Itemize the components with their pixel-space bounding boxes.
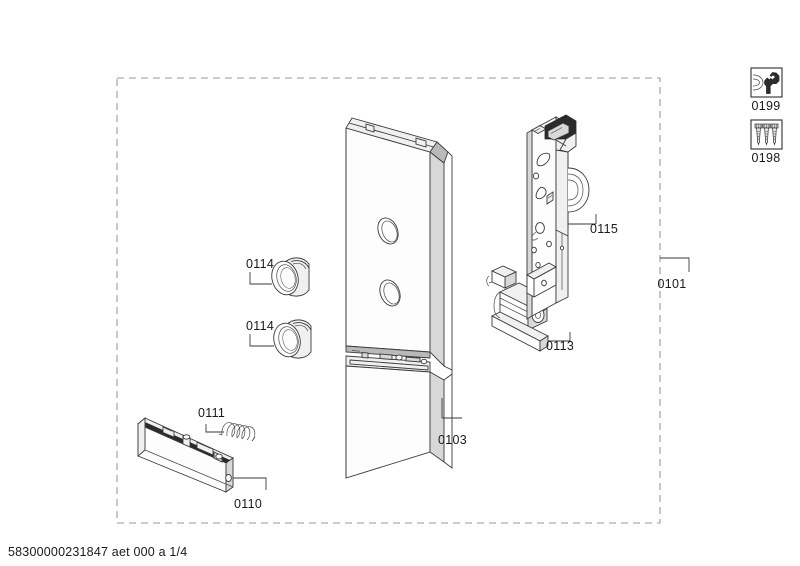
- door-ledge-hardware: [351, 350, 428, 365]
- lock-hole-3: [546, 240, 552, 248]
- door-lower-rail: [349, 359, 429, 371]
- handle-clip-details: [162, 426, 232, 483]
- hinge-top-block-front: [491, 270, 506, 289]
- label-0101: 0101: [657, 277, 686, 291]
- document-caption: 58300000231847 aet 000 a 1/4: [8, 545, 187, 559]
- leader-0111: [205, 424, 224, 433]
- label-0115: 0115: [590, 222, 618, 236]
- handle-bar-0110: [137, 417, 234, 493]
- door-panel-split-shadow: [345, 345, 431, 359]
- leader-0115: [568, 214, 597, 225]
- door-lower-face: [345, 365, 431, 479]
- label-0113: 0113: [546, 339, 574, 353]
- lock-bracket-left-flange: [526, 129, 533, 320]
- lock-switch-block-face: [547, 122, 570, 141]
- label-0111: 0111: [198, 406, 225, 420]
- leader-0114-upper: [249, 272, 272, 285]
- lock-plate-features: [531, 152, 554, 269]
- lock-hole-4: [535, 261, 541, 269]
- lock-cam-outer: [567, 167, 590, 213]
- door-panel-0103: [345, 117, 453, 479]
- assembly-dashed-frame: [116, 77, 661, 524]
- leader-0103: [441, 398, 462, 419]
- lock-tab-mid: [546, 191, 554, 205]
- label-0103: 0103: [438, 433, 467, 447]
- label-0199: 0199: [751, 99, 780, 113]
- hinge-mount-plate-side: [539, 335, 549, 352]
- control-knob-lower-0114: [273, 319, 312, 359]
- handle-left-end-cap: [137, 417, 146, 457]
- lock-hole-2: [531, 246, 537, 254]
- control-knob-upper-0114: [271, 257, 310, 297]
- leader-0113: [548, 332, 571, 342]
- door-panel-right-edge: [429, 151, 445, 368]
- lock-foot-hole: [541, 279, 547, 287]
- lock-strut: [559, 132, 577, 153]
- lock-foot-front: [526, 274, 535, 298]
- lock-slot-mid: [535, 186, 547, 200]
- coil-spring-0111: [218, 422, 256, 442]
- label-0110: 0110: [234, 497, 262, 511]
- legend-icon-0199-group: 0199: [750, 67, 783, 113]
- lock-slot-upper: [536, 152, 551, 167]
- door-hole-lower: [379, 279, 401, 307]
- leader-0110: [233, 477, 267, 490]
- door-lock-assembly-0115: [526, 114, 590, 320]
- lock-hole-1: [532, 172, 540, 180]
- label-0114-upper: 0114: [246, 257, 274, 271]
- lock-keyhole: [535, 222, 545, 234]
- door-panel-top-right-corner: [429, 141, 449, 164]
- knob-upper-bore: [280, 267, 296, 289]
- legend-icon-0198-group: 0198: [750, 119, 783, 165]
- door-hole-upper: [377, 217, 399, 245]
- leader-0114-lower: [249, 334, 274, 347]
- label-0114-lower: 0114: [246, 319, 274, 333]
- tool-wrench-icon: [752, 72, 780, 94]
- label-0198: 0198: [751, 151, 780, 165]
- knob-upper-inner-ring: [276, 264, 297, 292]
- screws-fasteners-icon: [754, 123, 779, 146]
- knob-lower-bore: [282, 329, 298, 351]
- leader-0101: [660, 257, 690, 272]
- handle-front-face: [137, 423, 227, 493]
- knob-lower-inner-ring: [278, 326, 299, 354]
